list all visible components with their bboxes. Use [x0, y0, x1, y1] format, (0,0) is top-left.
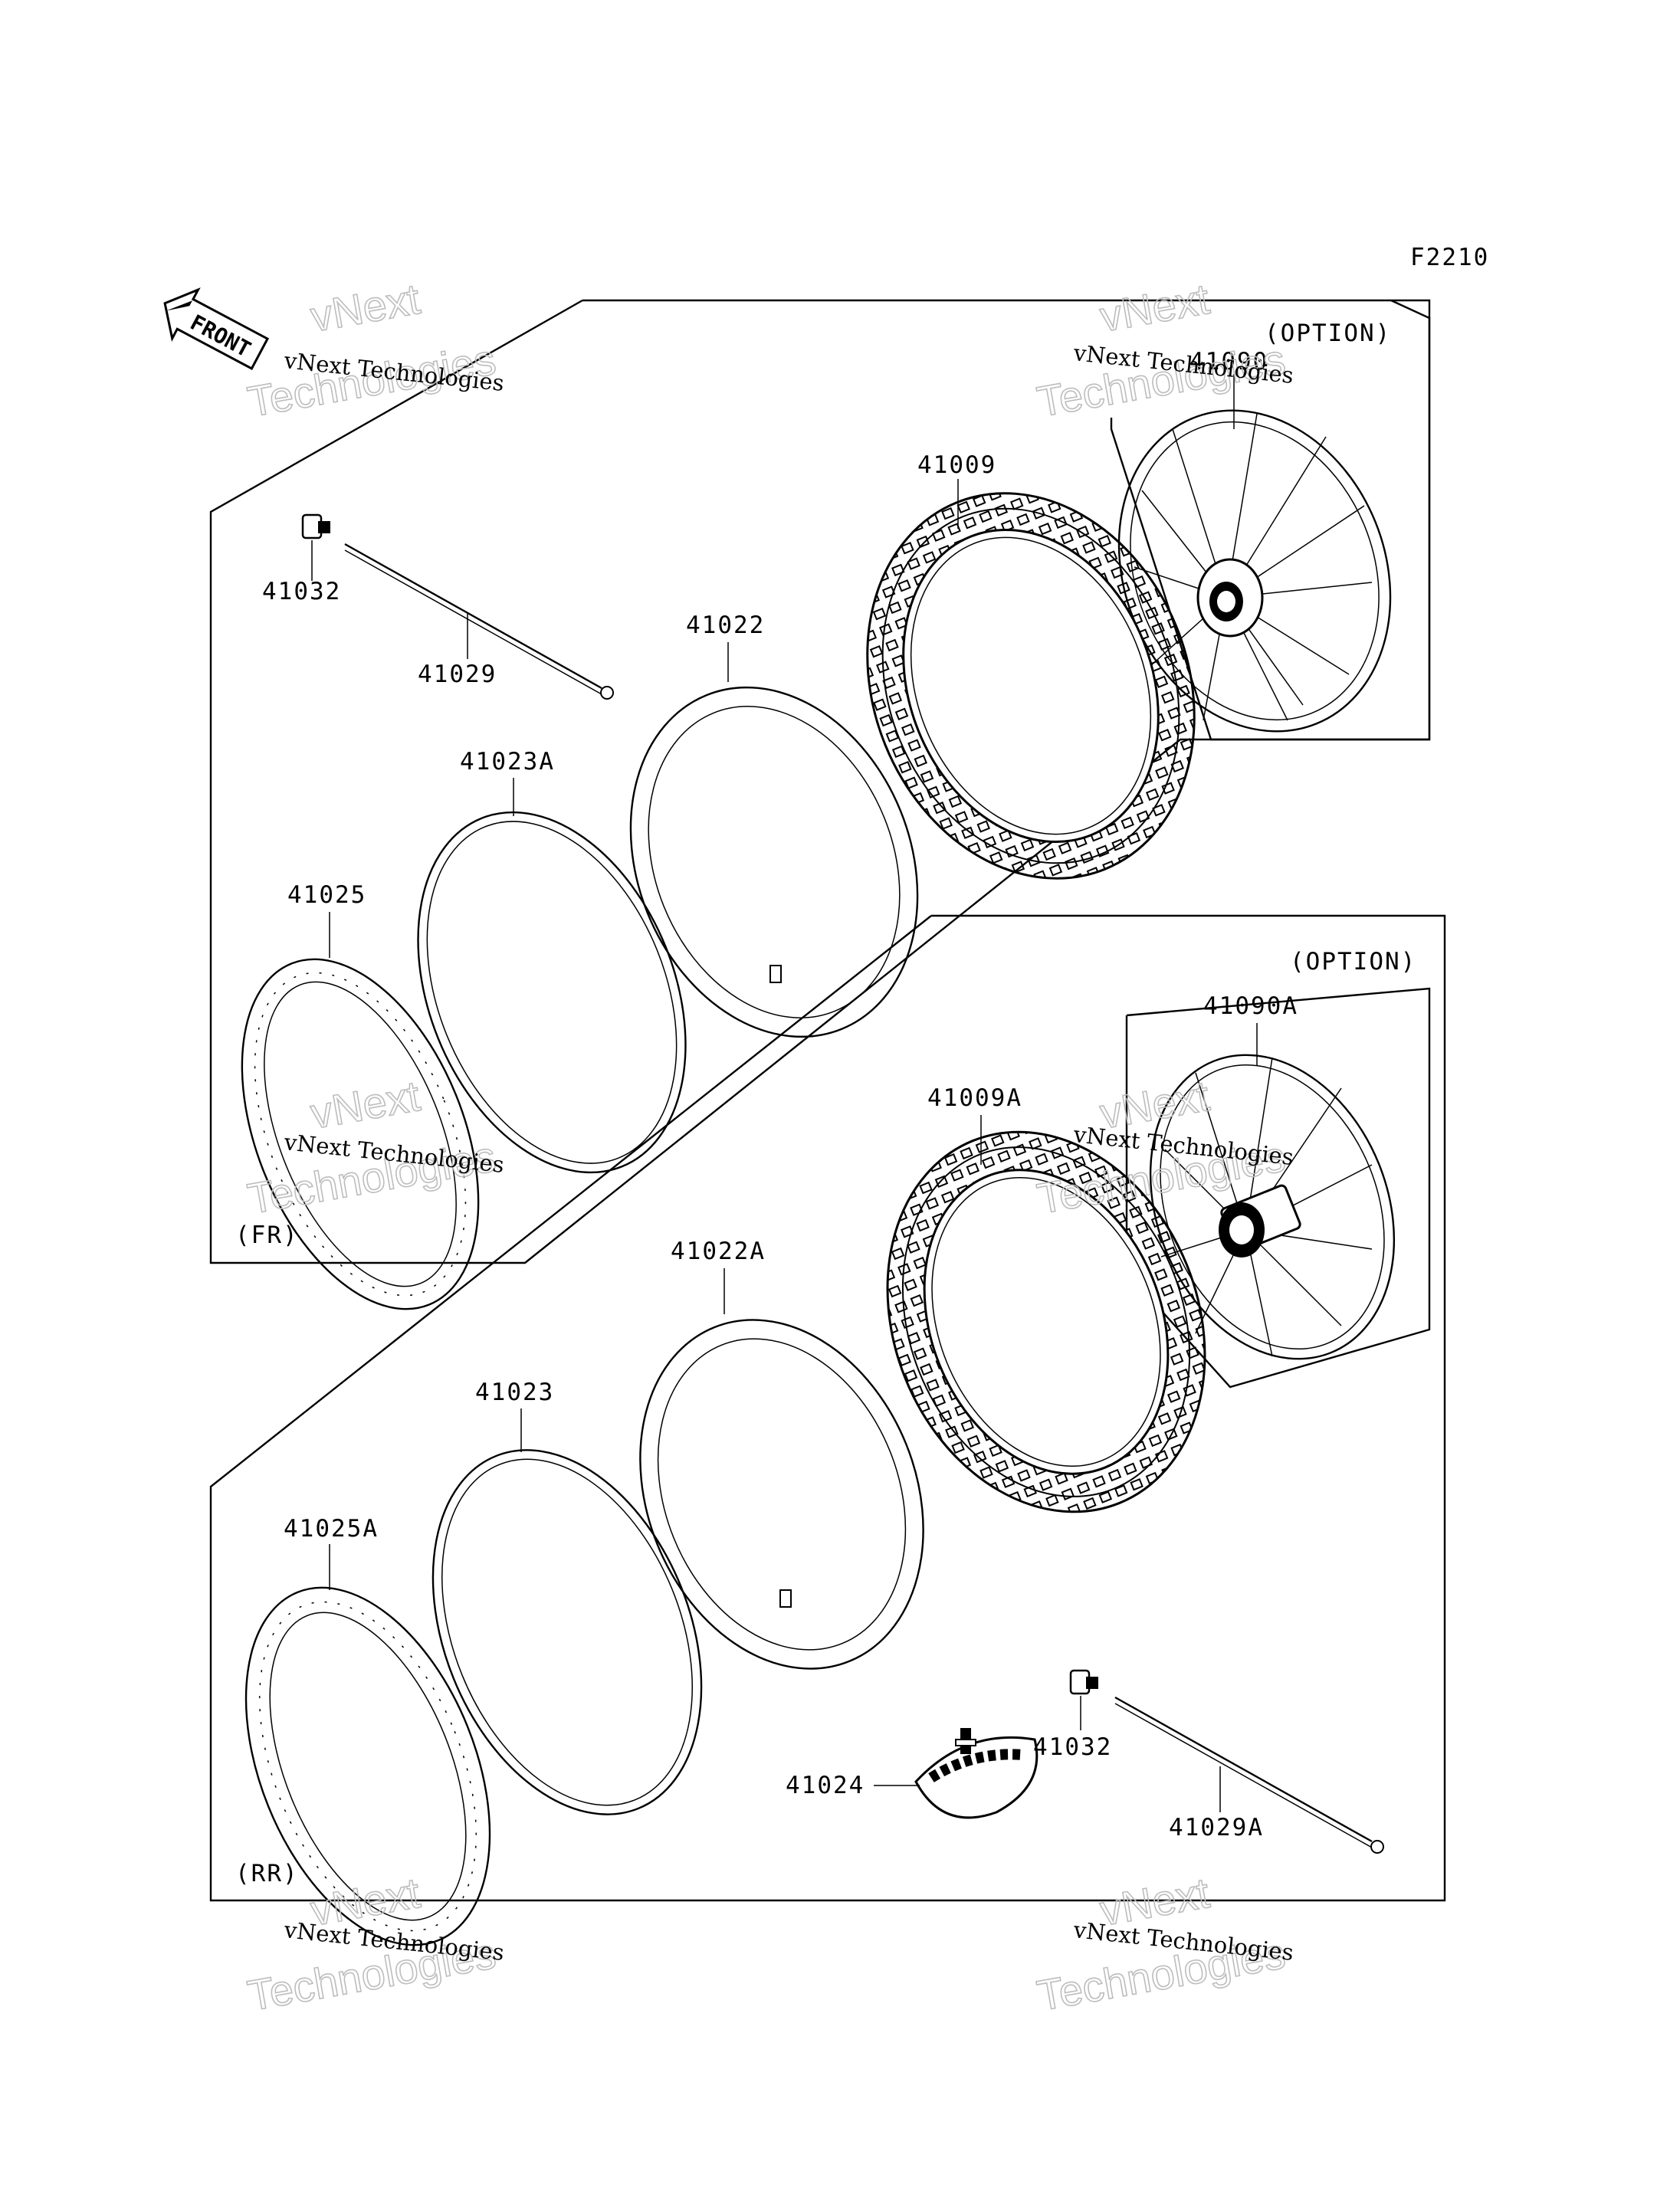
part-label-41029: 41029: [418, 661, 497, 688]
part-label-41023A: 41023A: [460, 748, 555, 776]
rear-spoke-icon: [1114, 1696, 1384, 1854]
rear-rim-band: [431, 1449, 703, 1815]
rim-lock-icon: [914, 1728, 1039, 1819]
part-label-41023: 41023: [475, 1379, 554, 1406]
watermark: vNext Technologies vNext Technologies vN…: [244, 274, 1295, 2020]
front-rim-band: [417, 811, 687, 1174]
watermark-brand: vNext: [307, 1071, 424, 1138]
front-option-frame: [1110, 299, 1431, 741]
front-arrow-icon: FRONT: [163, 287, 270, 370]
front-option-label: (OPTION): [1265, 320, 1391, 347]
part-label-41090A: 41090A: [1203, 992, 1298, 1020]
part-label-41029A: 41029A: [1169, 1814, 1264, 1841]
rear-section-frame: [209, 914, 1446, 1902]
figure-code: F2210: [1410, 244, 1489, 271]
watermark-brand: vNext: [1097, 274, 1213, 341]
rear-option-label: (OPTION): [1290, 948, 1416, 976]
front-tire: [866, 492, 1196, 880]
rear-tire: [886, 1130, 1206, 1513]
part-label-41090: 41090: [1189, 348, 1268, 375]
rear-section-label: (RR): [235, 1860, 299, 1887]
front-valve-cap-icon: [301, 513, 330, 539]
front-tube: [629, 686, 919, 1038]
front-section-label: (FR): [235, 1221, 299, 1249]
part-label-41009: 41009: [917, 451, 996, 479]
part-label-41024: 41024: [786, 1772, 865, 1799]
front-spoke-icon: [344, 543, 614, 700]
rear-tube: [639, 1319, 924, 1670]
rear-valve-cap-icon: [1069, 1669, 1098, 1695]
part-label-41009A: 41009A: [927, 1084, 1022, 1112]
rear-rim: [244, 1586, 491, 1946]
front-section: (FR) (OPTION) 41090: [209, 299, 1431, 1310]
part-label-41025: 41025: [287, 881, 366, 909]
watermark-brand: vNext: [307, 274, 424, 341]
part-label-41022: 41022: [686, 612, 765, 639]
part-label-41032-rear: 41032: [1033, 1733, 1112, 1761]
front-wheel-assembly: [1117, 409, 1392, 733]
part-label-41025A: 41025A: [284, 1515, 379, 1543]
rear-section: (RR) (OPTION) 41090A: [209, 914, 1446, 1946]
part-label-41032-front: 41032: [262, 578, 341, 605]
part-label-41022A: 41022A: [671, 1238, 766, 1265]
rear-wheel-assembly: [1149, 1054, 1396, 1360]
